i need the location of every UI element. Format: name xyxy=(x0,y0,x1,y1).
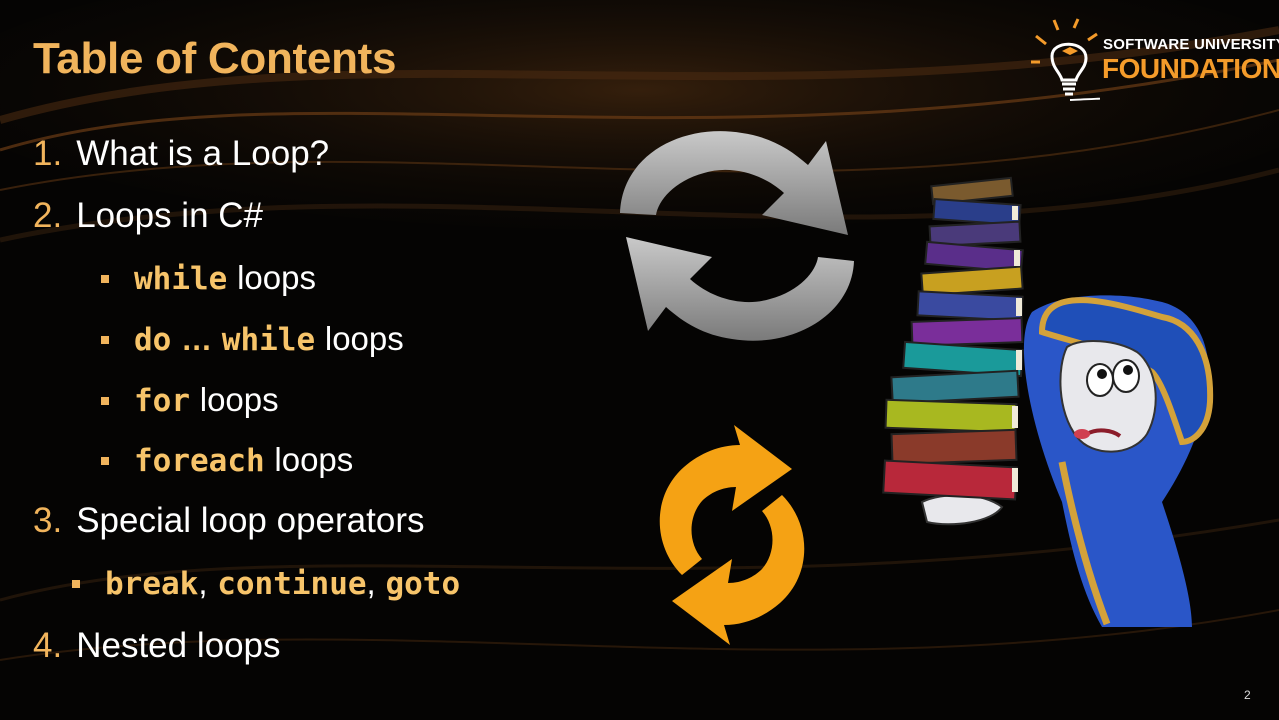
keyword: do xyxy=(134,322,172,358)
refresh-arrows-gray-icon xyxy=(620,131,854,341)
toc-item-text: Nested loops xyxy=(76,626,281,665)
subitem-text: loops xyxy=(199,381,279,418)
toc-item-text: Special loop operators xyxy=(76,501,425,540)
subitem-text: loops xyxy=(274,441,354,478)
wizard-carrying-books-illustration xyxy=(882,176,1214,627)
toc-subitem-operators: break, continue, goto xyxy=(105,563,460,604)
bullet-icon xyxy=(101,457,109,465)
toc-item-number: 3. xyxy=(33,501,63,540)
toc-subitem-while: while loops xyxy=(134,258,316,299)
slide-title: Table of Contents xyxy=(33,34,397,83)
separator: , xyxy=(198,564,208,601)
toc-subitem-foreach: foreach loops xyxy=(134,440,353,481)
subitem-text: loops xyxy=(237,259,316,296)
logo-line-1: SOFTWARE UNIVERSITY xyxy=(1103,36,1279,53)
toc-item-2: 2. Loops in C# xyxy=(33,196,263,236)
keyword: break xyxy=(105,566,199,602)
refresh-arrows-orange-icon xyxy=(659,425,805,645)
toc-item-number: 2. xyxy=(33,196,63,235)
bullet-icon xyxy=(101,336,109,344)
bullet-icon xyxy=(72,580,80,588)
toc-item-3: 3. Special loop operators xyxy=(33,501,424,541)
logo-line-2: FOUNDATION xyxy=(1102,53,1279,84)
toc-item-4: 4. Nested loops xyxy=(33,626,281,666)
toc-item-text: What is a Loop? xyxy=(76,134,330,173)
keyword: for xyxy=(134,383,190,419)
toc-item-text: Loops in C# xyxy=(76,196,263,235)
lightbulb-icon xyxy=(1031,18,1100,101)
softuni-logo: SOFTWARE UNIVERSITY FOUNDATION xyxy=(1030,18,1279,104)
ellipsis: … xyxy=(181,322,213,357)
toc-item-1: 1. What is a Loop? xyxy=(33,134,329,174)
keyword: while xyxy=(134,261,228,297)
toc-item-number: 1. xyxy=(33,134,63,173)
keyword: goto xyxy=(385,566,461,602)
keyword: foreach xyxy=(134,443,265,479)
bullet-icon xyxy=(101,397,109,405)
toc-item-number: 4. xyxy=(33,626,63,665)
toc-subitem-for: for loops xyxy=(134,380,279,421)
toc-subitem-do-while: do … while loops xyxy=(134,319,404,360)
subitem-text: loops xyxy=(324,320,404,357)
keyword: continue xyxy=(217,566,367,602)
page-number: 2 xyxy=(1244,688,1251,702)
separator: , xyxy=(366,564,376,601)
bullet-icon xyxy=(101,275,109,283)
keyword: while xyxy=(221,322,316,358)
